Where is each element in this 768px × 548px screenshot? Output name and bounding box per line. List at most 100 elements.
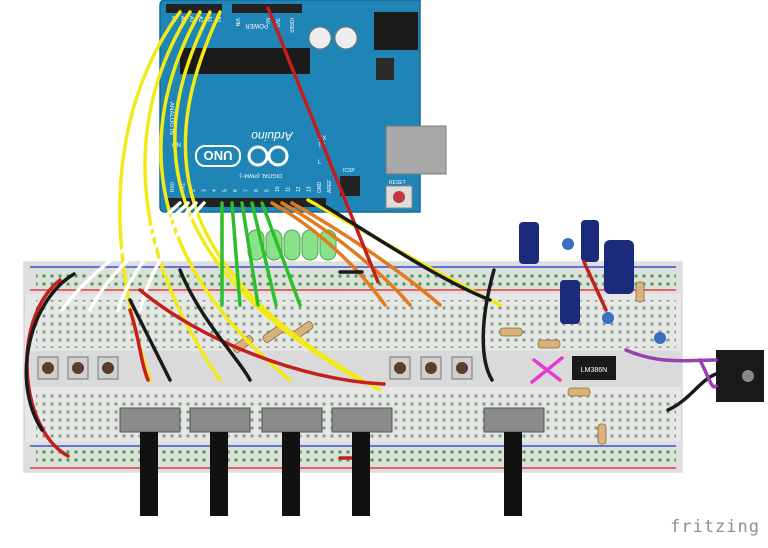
green-led xyxy=(283,229,301,261)
digital-pin-label: TX1 xyxy=(181,183,187,192)
ceramic-capacitor xyxy=(602,312,614,324)
purple-wire xyxy=(698,358,718,389)
arduino-model-label: UNO xyxy=(204,148,233,163)
arduino-brand-label: Arduino xyxy=(251,129,294,143)
white-wire xyxy=(88,201,190,312)
push-button-cap xyxy=(394,362,406,374)
push-button-cap xyxy=(42,362,54,374)
icsp-header xyxy=(340,176,360,196)
black-wire xyxy=(128,298,172,382)
white-wire xyxy=(116,201,198,312)
potentiometer-body xyxy=(331,407,393,433)
green-wire xyxy=(250,201,278,307)
green-led xyxy=(265,229,283,261)
ceramic-capacitors xyxy=(562,238,666,344)
analog-pin-label: A1 xyxy=(206,16,212,22)
electrolytic-capacitor xyxy=(519,222,539,264)
green-wire xyxy=(260,201,302,307)
orange-wire xyxy=(290,201,442,307)
analog-pin-label: A3 xyxy=(188,16,194,22)
arduino-infinity-logo-icon xyxy=(247,145,289,167)
power-jack xyxy=(374,12,418,50)
white-wire xyxy=(60,201,182,312)
electrolytic-capacitor xyxy=(604,240,634,294)
aref-label: AREF xyxy=(327,180,333,193)
wires xyxy=(24,6,718,460)
black-wire xyxy=(481,268,496,382)
resistor xyxy=(635,281,645,303)
yellow-wire xyxy=(173,10,362,382)
digital-pin-label: 12 xyxy=(296,186,302,192)
digital-pin-label: RX0 xyxy=(170,182,176,192)
digital-pin-label: 7 xyxy=(244,189,250,192)
arduino-uno-board: UNO Arduino POWER ANALOG IN DIGITAL (PWM… xyxy=(159,0,447,213)
analog-pin-label: A2 xyxy=(197,16,203,22)
reset-button-cap xyxy=(393,191,405,203)
yellow-wire xyxy=(183,10,382,392)
red-wire xyxy=(266,6,380,284)
potentiometer-body xyxy=(261,407,323,433)
vin-label: VIN xyxy=(234,18,240,27)
black-wire xyxy=(178,268,252,382)
resistor xyxy=(597,423,607,445)
green-leds xyxy=(247,229,337,261)
electrolytic-capacitor xyxy=(560,280,580,324)
potentiometer-shaft xyxy=(210,432,228,516)
board-capacitor-1 xyxy=(308,26,332,50)
lm386-chip xyxy=(572,356,616,380)
icsp-label: ICSP xyxy=(343,168,355,174)
digital-pin-label: 6 xyxy=(233,189,239,192)
push-button-cap xyxy=(72,362,84,374)
uno-badge xyxy=(195,145,241,167)
potentiometer-body xyxy=(483,407,545,433)
l-label: L xyxy=(318,160,322,166)
reset-label: RESET xyxy=(389,180,406,186)
gnd-label: GND xyxy=(317,182,323,194)
orange-wire xyxy=(270,201,387,307)
magenta-wire xyxy=(532,358,562,382)
ceramic-capacitor xyxy=(562,238,574,250)
green-wire xyxy=(240,201,260,307)
resistor xyxy=(567,387,591,397)
potentiometers xyxy=(119,407,545,516)
push-button-cap xyxy=(102,362,114,374)
black-wire xyxy=(666,372,718,412)
resistor xyxy=(537,339,561,349)
black-wire xyxy=(24,272,76,432)
ioref-label: IOREF xyxy=(288,18,294,33)
usb-port xyxy=(385,125,447,175)
voltage-regulator xyxy=(376,58,394,80)
analog-pin-label: A4 xyxy=(179,16,185,22)
electrolytic-capacitor xyxy=(581,220,599,262)
digital-pin-label: 3 xyxy=(202,189,208,192)
green-wire xyxy=(230,201,242,307)
fritzing-watermark: fritzing xyxy=(670,517,760,537)
potentiometer-body xyxy=(189,407,251,433)
board-capacitor-2 xyxy=(334,26,358,50)
resistor xyxy=(499,327,523,337)
electrolytic-capacitors xyxy=(519,220,634,324)
orange-wire xyxy=(280,201,412,307)
potentiometer-shaft xyxy=(352,432,370,516)
digital-pin-label: 11 xyxy=(286,187,292,192)
white-wire xyxy=(138,201,206,312)
analog-header xyxy=(166,4,222,13)
digital-pin-label: 2 xyxy=(191,189,197,192)
digital-pin-label: 4 xyxy=(212,189,218,192)
digital-pin-label: 5 xyxy=(223,189,229,192)
digital-pin-label: 8 xyxy=(254,189,260,192)
black-wire xyxy=(318,201,492,302)
purple-wire xyxy=(624,348,718,363)
audio-jack-socket xyxy=(742,370,754,382)
analog-header-label: ANALOG IN xyxy=(168,102,174,135)
potentiometer-body xyxy=(119,407,181,433)
red-wire xyxy=(138,288,386,386)
push-button-cap xyxy=(456,362,468,374)
push-buttons-right xyxy=(389,356,473,380)
potentiometer-shaft xyxy=(282,432,300,516)
yellow-wire xyxy=(159,10,292,382)
digital-pin-label: 10 xyxy=(275,186,281,192)
red-wire xyxy=(582,260,608,312)
